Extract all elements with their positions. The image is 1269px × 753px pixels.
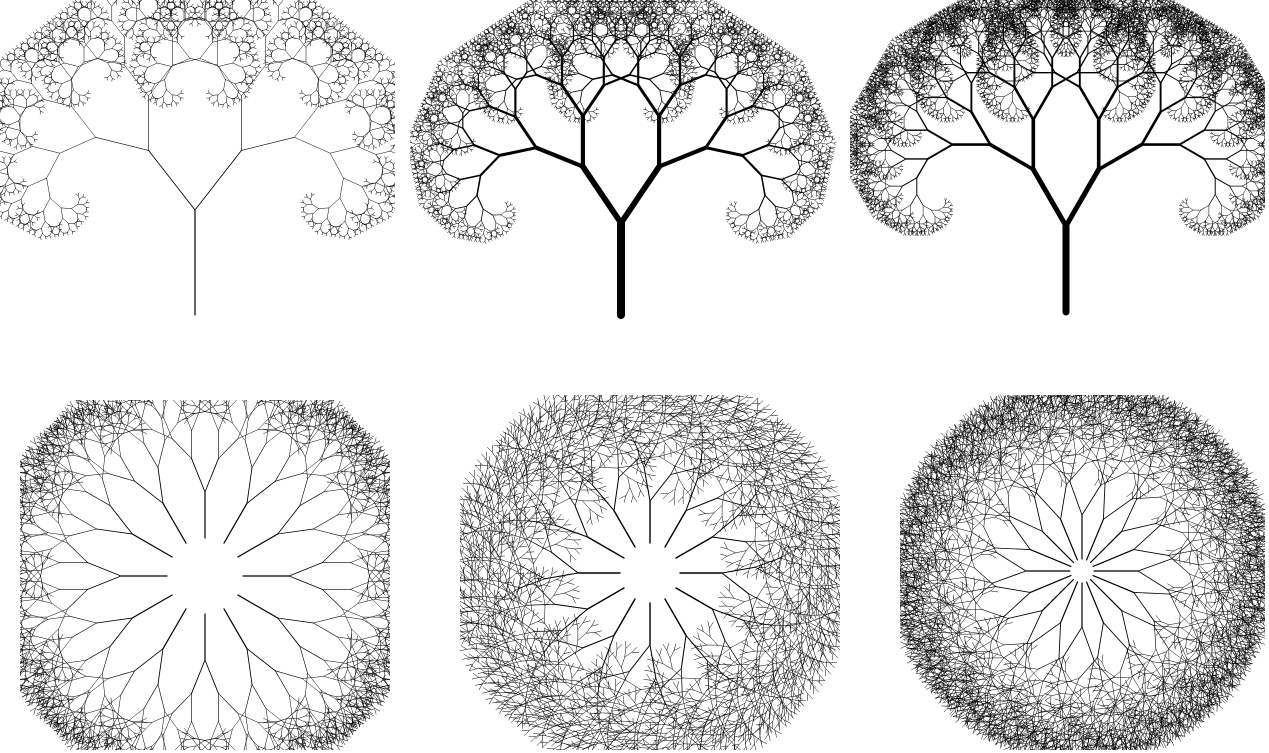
- radial-tree-swirl-branches: [460, 395, 840, 750]
- fractal-tree-thin-branches: [0, 0, 395, 315]
- fractal-tree-thick: [410, 0, 840, 320]
- fractal-tree-dense-branches: [850, 0, 1265, 312]
- radial-tree-flower-branches: [20, 400, 390, 750]
- fractal-tree-thin: [0, 0, 395, 320]
- radial-tree-dense-ring-branches: [900, 395, 1265, 750]
- radial-tree-dense-ring: [900, 395, 1265, 750]
- radial-tree-swirl: [460, 395, 840, 750]
- fractal-tree-thick-branches: [410, 0, 836, 315]
- radial-tree-flower: [20, 400, 390, 750]
- fractal-tree-dense: [850, 0, 1265, 320]
